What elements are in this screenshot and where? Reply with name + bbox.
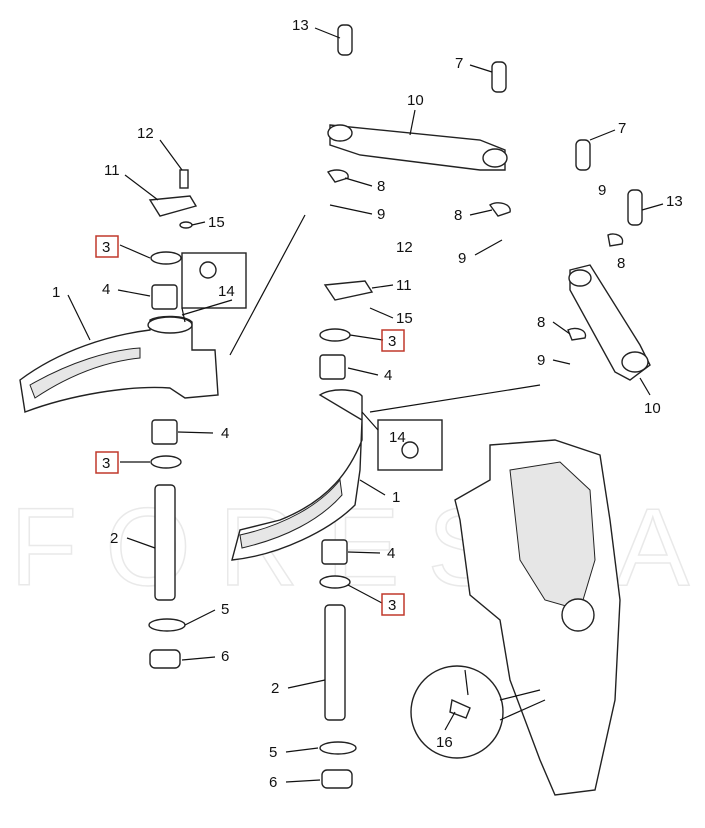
plate-11-left xyxy=(148,195,198,217)
callout: 11 xyxy=(396,277,412,294)
highlight-box xyxy=(381,593,405,616)
callout: 4 xyxy=(221,425,229,442)
callout: 16 xyxy=(436,734,453,751)
bushing-lower-center xyxy=(321,539,348,565)
steering-arm-left xyxy=(19,315,219,413)
callout: 14 xyxy=(389,429,406,446)
transom-frame xyxy=(410,439,621,796)
callout: 13 xyxy=(292,17,309,34)
washer-center-2 xyxy=(319,575,351,589)
callout: 11 xyxy=(104,162,120,179)
callout: 8 xyxy=(454,207,462,224)
washer-left-1 xyxy=(150,251,182,265)
plate-11-center xyxy=(323,280,374,301)
callout: 7 xyxy=(455,55,463,72)
callout: 15 xyxy=(208,214,225,231)
callout: 10 xyxy=(407,92,424,109)
callout: 4 xyxy=(384,367,392,384)
washer-center-1 xyxy=(319,328,351,342)
callout: 12 xyxy=(137,125,154,142)
callout: 9 xyxy=(537,352,545,369)
callout-highlighted: 3 xyxy=(388,597,396,614)
callout-highlighted: 3 xyxy=(102,455,110,472)
leader-lines xyxy=(67,27,664,783)
bearing-left xyxy=(148,618,186,632)
callout: 1 xyxy=(52,284,60,301)
washer-left-2 xyxy=(150,455,182,469)
left-assembly xyxy=(19,169,247,669)
callout: 8 xyxy=(617,255,625,272)
callout: 12 xyxy=(396,239,413,256)
shaft-left xyxy=(154,484,176,601)
callout: 1 xyxy=(392,489,400,506)
nut-center xyxy=(321,769,353,789)
callout: 2 xyxy=(271,680,279,697)
callout: 9 xyxy=(598,182,606,199)
callout: 15 xyxy=(396,310,413,327)
bushing-lower-left xyxy=(151,419,178,445)
bearing-center xyxy=(319,741,357,755)
highlight-box xyxy=(95,451,119,474)
callout: 5 xyxy=(269,744,277,761)
callout: 4 xyxy=(102,281,110,298)
pin-7-top xyxy=(491,61,507,93)
callout: 6 xyxy=(221,648,229,665)
callout: 9 xyxy=(458,250,466,267)
callout-labels: 13 7 10 12 7 11 8 9 13 9 8 15 9 3 12 14 … xyxy=(52,17,683,791)
cylinder-10-right xyxy=(569,264,651,381)
callout: 9 xyxy=(377,206,385,223)
callout: 7 xyxy=(618,120,626,137)
center-assembly xyxy=(231,24,511,789)
nut-left xyxy=(149,649,181,669)
steering-arm-center xyxy=(231,389,363,561)
cylinder-10-top xyxy=(329,124,506,171)
highlight-box xyxy=(381,329,405,352)
bushing-upper-center xyxy=(319,354,346,380)
callout-highlighted: 3 xyxy=(388,333,396,350)
callout: 10 xyxy=(644,400,661,417)
shaft-center xyxy=(324,604,346,721)
callout: 8 xyxy=(537,314,545,331)
callout: 4 xyxy=(387,545,395,562)
pin-7-right xyxy=(575,139,591,171)
callout-highlighted: 3 xyxy=(102,239,110,256)
pin-13-right xyxy=(627,189,643,226)
bushing-upper-left xyxy=(151,284,178,310)
highlight-box xyxy=(95,235,119,258)
callout: 5 xyxy=(221,601,229,618)
right-cylinder-assembly xyxy=(567,139,651,381)
pin-13-top xyxy=(337,24,353,56)
callout: 8 xyxy=(377,178,385,195)
callout: 2 xyxy=(110,530,118,547)
callout: 13 xyxy=(666,193,683,210)
callout: 6 xyxy=(269,774,277,791)
callout: 14 xyxy=(218,283,235,300)
